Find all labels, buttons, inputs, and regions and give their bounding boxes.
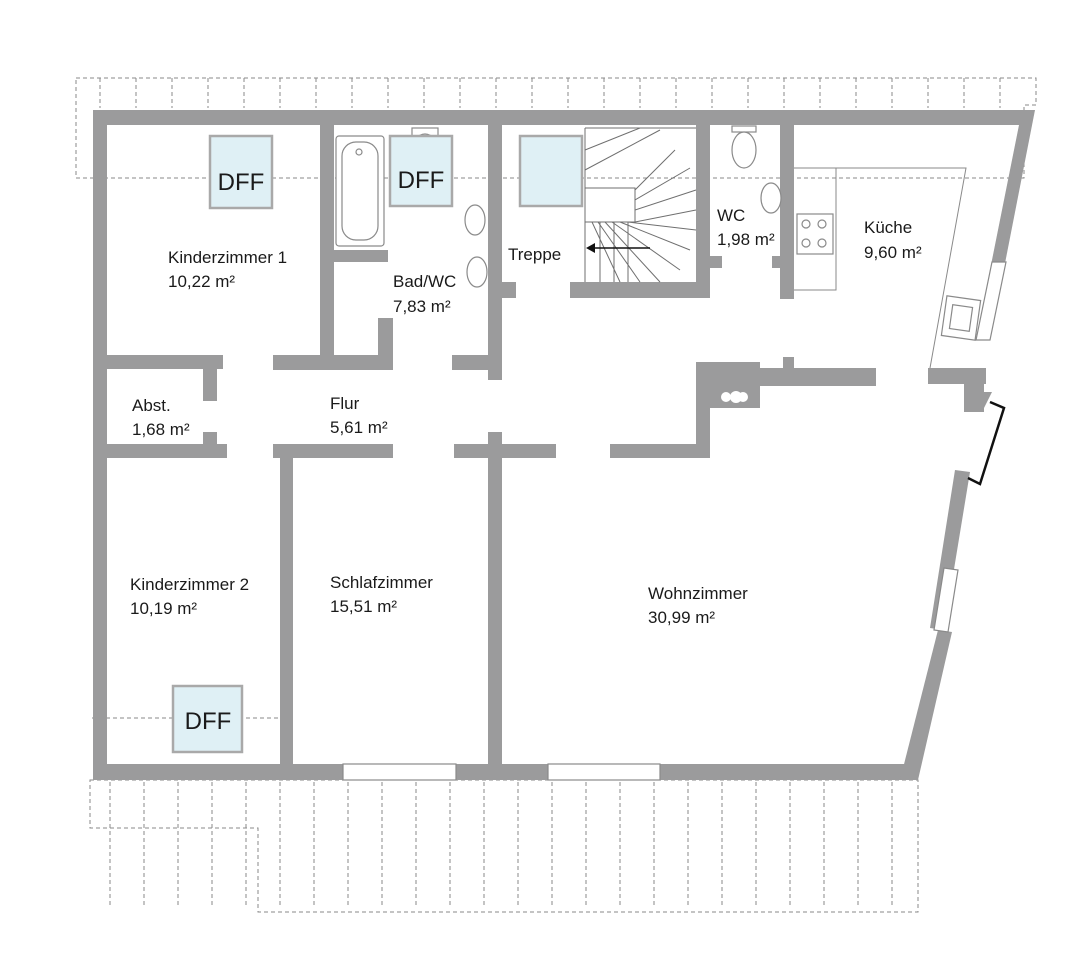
stair-steps <box>584 127 697 283</box>
skylight-kinderzimmer2: DFF <box>171 684 244 754</box>
stair-tread <box>634 189 697 211</box>
room-area-wc: 1,98 m² <box>717 230 775 249</box>
room-name-kueche: Küche <box>864 218 912 237</box>
stair-tread <box>634 149 676 191</box>
room-name-wohnzimmer: Wohnzimmer <box>648 584 748 603</box>
room-area-kinderzimmer2: 10,19 m² <box>130 599 197 618</box>
room-name-kinderzimmer1: Kinderzimmer 1 <box>168 248 287 267</box>
roof-tiles-bottom <box>109 782 893 905</box>
room-name-schlafzimmer: Schlafzimmer <box>330 573 433 592</box>
skylight-label: DFF <box>218 169 265 196</box>
room-name-abst: Abst. <box>132 396 171 415</box>
stair-tread <box>634 167 691 201</box>
kitchen-counter <box>721 167 982 403</box>
room-area-kinderzimmer1: 10,22 m² <box>168 272 235 291</box>
room-area-flur: 5,61 m² <box>330 418 388 437</box>
room-area-schlafzimmer: 15,51 m² <box>330 597 397 616</box>
arrow-icon <box>586 243 595 253</box>
stair-tread <box>597 221 641 283</box>
skylight-label: DFF <box>398 167 445 194</box>
roof-tiles-top <box>99 78 1001 108</box>
windows <box>342 261 1007 781</box>
skylight-label: DFF <box>185 708 232 735</box>
room-name-wc: WC <box>717 206 745 225</box>
room-area-wohnzimmer: 30,99 m² <box>648 608 715 627</box>
stair-tread <box>591 221 621 283</box>
staircase <box>584 127 697 283</box>
room-name-treppe: Treppe <box>508 245 561 264</box>
skylight-badwc: DFF <box>388 134 454 208</box>
room-name-flur: Flur <box>330 394 360 413</box>
skylight-treppe <box>518 134 584 208</box>
stair-tread <box>627 221 697 231</box>
stair-tread <box>584 129 661 171</box>
interior-walls <box>107 125 986 764</box>
door-swing <box>967 400 1006 486</box>
room-name-badwc: Bad/WC <box>393 272 456 291</box>
room-area-abst: 1,68 m² <box>132 420 190 439</box>
room-area-badwc: 7,83 m² <box>393 297 451 316</box>
stair-tread <box>619 221 691 251</box>
stair-tread <box>604 221 661 283</box>
room-name-kinderzimmer2: Kinderzimmer 2 <box>130 575 249 594</box>
room-area-kueche: 9,60 m² <box>864 243 922 262</box>
skylight-kinderzimmer1: DFF <box>208 134 274 210</box>
stair-tread <box>611 221 681 271</box>
stair-tread <box>634 209 697 223</box>
exterior-walls <box>93 110 1035 780</box>
room-labels: Kinderzimmer 1 10,22 m² Bad/WC 7,83 m² T… <box>130 206 922 627</box>
stair-tread <box>584 127 641 151</box>
